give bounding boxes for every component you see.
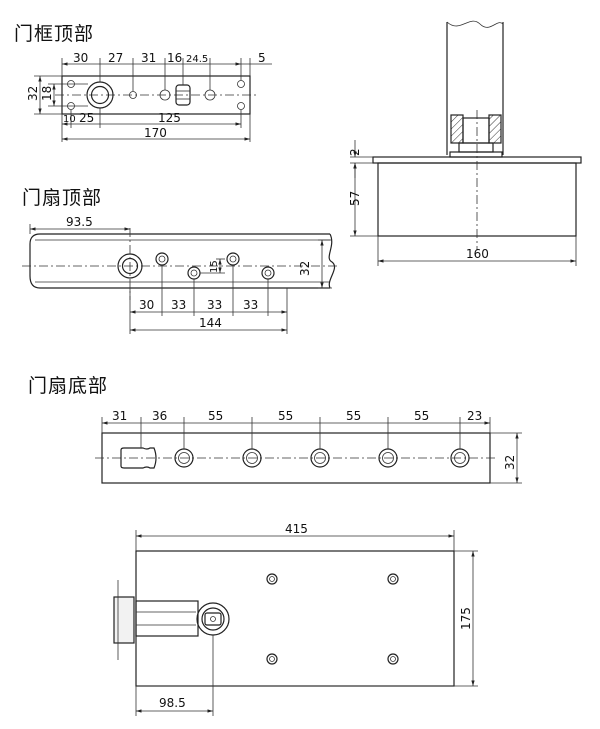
leaf-top-break-line [328,233,336,289]
leaf-top-rail [29,233,330,289]
leaf-bottom-view: 门扇底部 31 36 55 55 55 55 [28,375,522,484]
side-view-door-leaf [446,22,504,155]
base-plan-dim-98-5: 98.5 [159,696,186,710]
side-view-dim-2: 2 [348,148,362,156]
leaf-top-dim-32-lines [318,239,332,289]
frame-top-dim-10: 10 [63,114,76,125]
base-plan-door-end [113,596,135,644]
frame-top-dim-170: 170 [144,126,167,140]
leaf-top-dim-32: 32 [298,261,312,276]
base-plan-dim-175-lines [454,550,478,687]
frame-top-dim-125: 125 [158,111,181,125]
frame-top-dim-25: 25 [79,111,94,125]
frame-top-dim-16: 16 [167,51,182,65]
frame-top-pivot-hole [86,81,114,109]
leaf-top-dim-93-5: 93.5 [66,215,93,229]
frame-top-view: 门框顶部 [14,23,272,142]
side-view-dim-160-lines [377,236,577,266]
leaf-bottom-dim-55-a: 55 [208,409,223,423]
frame-top-dims-top [61,58,272,91]
base-plan-spindle [196,602,230,636]
leaf-top-title: 门扇顶部 [22,187,102,209]
leaf-top-dim-33-c: 33 [243,298,258,312]
leaf-bottom-title: 门扇底部 [28,375,108,397]
side-view-dim-160: 160 [466,247,489,261]
frame-top-title: 门框顶部 [14,23,94,45]
leaf-bottom-dim-55-d: 55 [414,409,429,423]
leaf-top-dim-144: 144 [199,316,222,330]
frame-top-dim-24-5: 24.5 [186,54,208,65]
leaf-top-dim-30: 30 [139,298,154,312]
base-plan-dim-415: 415 [285,522,308,536]
frame-top-dim-32: 32 [26,86,40,101]
base-plan-arm [135,600,199,637]
leaf-bottom-dim-36: 36 [152,409,167,423]
frame-top-dim-27: 27 [108,51,123,65]
base-plan-view: 415 175 98.5 [113,522,478,716]
leaf-bottom-dim-32-lines [490,432,522,484]
leaf-top-dim-15-lines [200,258,225,274]
frame-top-dims-bottom [61,108,251,142]
frame-top-dims-left [34,75,88,115]
leaf-top-view: 门扇顶部 93.5 15 [22,187,340,334]
frame-top-dim-31: 31 [141,51,156,65]
side-view-break-line [446,20,504,28]
leaf-top-dim-15: 15 [209,260,220,273]
leaf-bottom-dim-55-c: 55 [346,409,361,423]
leaf-top-dim-33-a: 33 [171,298,186,312]
base-plan-dim-175: 175 [459,607,473,630]
leaf-bottom-dims-top-lines [101,417,491,449]
leaf-top-dim-93-5-lines [29,224,130,234]
leaf-top-dim-33-b: 33 [207,298,222,312]
side-view: 2 57 160 [348,20,582,266]
leaf-bottom-dim-55-b: 55 [278,409,293,423]
side-view-dim-57-lines [350,163,378,237]
base-plan-body [135,550,455,687]
base-plan-dim-415-lines [135,530,455,551]
frame-top-dim-18: 18 [40,86,54,101]
base-plan-screw-holes [266,573,399,665]
leaf-bottom-dim-31: 31 [112,409,127,423]
frame-top-dim-5: 5 [258,51,266,65]
frame-top-dim-30: 30 [73,51,88,65]
side-view-dim-2-lines [350,140,373,178]
leaf-bottom-dim-23: 23 [467,409,482,423]
base-plan-dim-98-5-lines [135,635,214,716]
leaf-top-dims-bottom-lines [129,265,288,334]
leaf-bottom-dim-32: 32 [503,455,517,470]
side-view-dim-57: 57 [348,191,362,206]
leaf-bottom-spindle-socket [120,447,157,469]
